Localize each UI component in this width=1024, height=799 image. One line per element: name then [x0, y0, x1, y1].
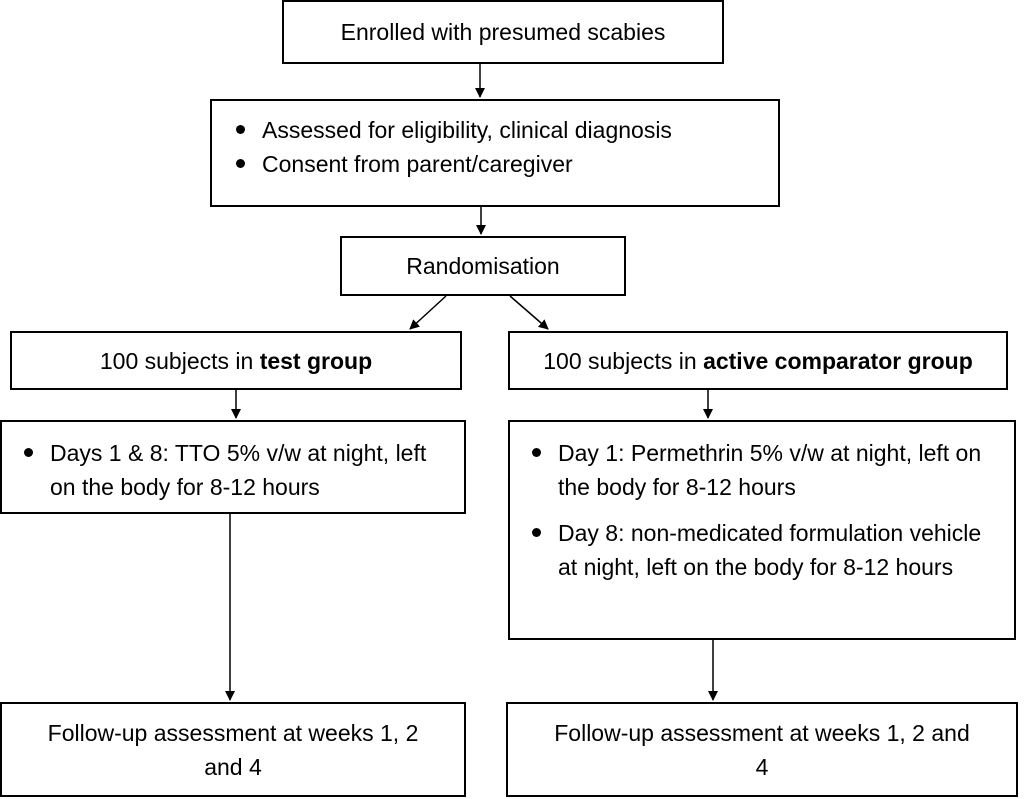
- followup-comparator-box: Follow-up assessment at weeks 1, 2 and 4: [506, 702, 1018, 797]
- randomisation-box: Randomisation: [340, 236, 626, 296]
- comparator-group-name: active comparator group: [703, 347, 973, 374]
- test-group-label: 100 subjects in test group: [100, 344, 372, 378]
- test-treatment-box: Days 1 & 8: TTO 5% v/w at night, left on…: [0, 420, 466, 514]
- comparator-treatment-box: Day 1: Permethrin 5% v/w at night, left …: [508, 420, 1016, 640]
- eligibility-item: Consent from parent/caregiver: [230, 147, 778, 181]
- comparator-treatment-item: Day 1: Permethrin 5% v/w at night, left …: [526, 436, 1006, 504]
- test-group-box: 100 subjects in test group: [10, 331, 462, 390]
- arrow-randomisation-to-test: [409, 295, 447, 330]
- followup-comparator-text: Follow-up assessment at weeks 1, 2 and 4: [554, 719, 970, 780]
- comparator-group-label: 100 subjects in active comparator group: [543, 344, 973, 378]
- eligibility-box: Assessed for eligibility, clinical diagn…: [210, 99, 780, 207]
- randomisation-text: Randomisation: [406, 253, 560, 279]
- enrolled-text: Enrolled with presumed scabies: [340, 19, 666, 45]
- enrolled-box: Enrolled with presumed scabies: [282, 0, 724, 64]
- test-group-prefix: 100 subjects in: [99, 347, 260, 374]
- comparator-group-box: 100 subjects in active comparator group: [508, 331, 1008, 390]
- comparator-treatment-item: Day 8: non-medicated formulation vehicle…: [526, 516, 1006, 584]
- comparator-group-prefix: 100 subjects in: [543, 347, 704, 374]
- followup-test-text: Follow-up assessment at weeks 1, 2 and 4: [47, 719, 419, 780]
- test-treatment-item: Days 1 & 8: TTO 5% v/w at night, left on…: [18, 436, 456, 504]
- test-group-name: test group: [259, 347, 373, 374]
- arrow-randomisation-to-comparator: [509, 295, 549, 330]
- eligibility-item: Assessed for eligibility, clinical diagn…: [230, 113, 778, 147]
- followup-test-box: Follow-up assessment at weeks 1, 2 and 4: [0, 702, 466, 797]
